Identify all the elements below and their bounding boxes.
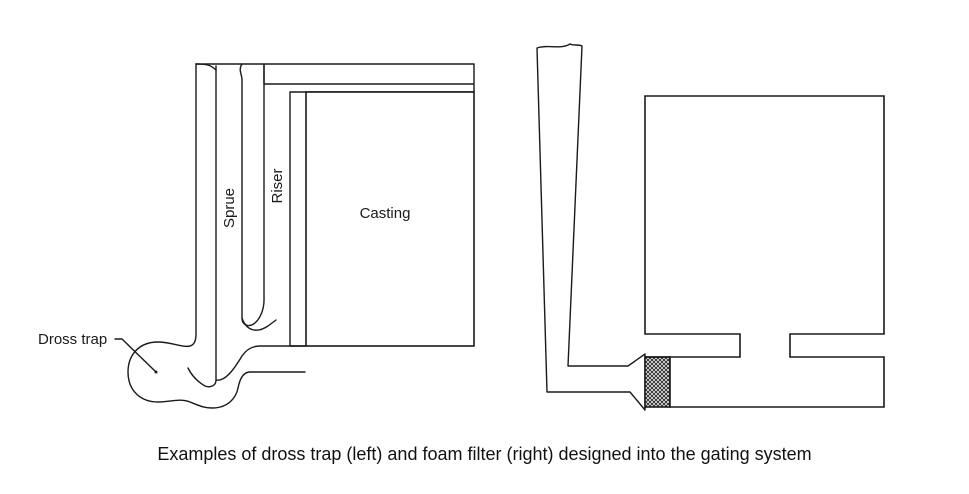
riser-label: Riser xyxy=(269,168,286,203)
casting-label: Casting xyxy=(360,205,411,222)
sprue-outer-outline xyxy=(127,63,306,409)
sprue-inner-outline xyxy=(187,65,306,388)
riser-tail-outline xyxy=(241,317,277,331)
sprue-label: Sprue xyxy=(221,188,238,228)
sprue-top-outline xyxy=(195,63,217,71)
riser-outline xyxy=(239,63,265,327)
tapered-sprue-outline xyxy=(536,43,646,411)
dross-trap-diagram: Sprue Riser Casting Dross trap xyxy=(38,63,475,409)
foam-filter xyxy=(644,356,671,408)
dross-trap-leader xyxy=(114,338,157,373)
foam-filter-diagram xyxy=(536,43,885,411)
dross-trap-label: Dross trap xyxy=(38,331,107,348)
dross-trap-pointer-dot xyxy=(154,370,158,374)
filtered-casting-block xyxy=(644,95,885,408)
casting-block xyxy=(305,91,475,347)
figure-caption: Examples of dross trap (left) and foam f… xyxy=(157,444,812,464)
